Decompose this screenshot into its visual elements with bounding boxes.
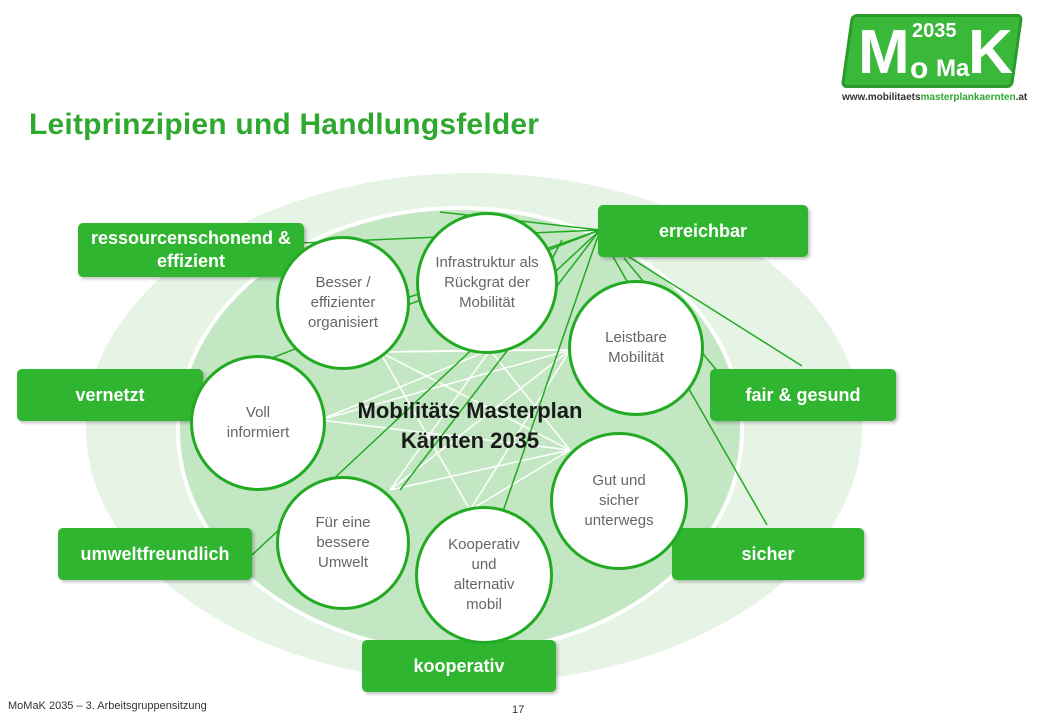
logo-letter-m: M [858, 18, 910, 87]
center-title-line1: Mobilitäts Masterplan [357, 398, 583, 423]
principle-vernetzt: vernetzt [17, 369, 203, 421]
slide-title: Leitprinzipien und Handlungsfelder [29, 108, 540, 141]
principle-erreichbar: erreichbar [598, 205, 808, 257]
field-bessere-umwelt: Für eine bessere Umwelt [276, 476, 410, 610]
center-title: Mobilitäts Masterplan Kärnten 2035 [320, 396, 620, 456]
footer-text: MoMaK 2035 – 3. Arbeitsgruppensitzung [8, 700, 207, 712]
principle-kooperativ: kooperativ [362, 640, 556, 692]
logo-letter-o: o [910, 52, 929, 85]
center-title-line2: Kärnten 2035 [400, 428, 540, 453]
field-infrastruktur: Infrastruktur als Rückgrat der Mobilität [416, 212, 558, 354]
principle-ressourcenschonend: ressourcenschonend & effizient [78, 223, 304, 277]
principle-umweltfreundlich: umweltfreundlich [58, 528, 252, 580]
logo-letters-ma: Ma [936, 55, 970, 82]
field-kooperativ-alternativ-mobil: Kooperativ und alternativ mobil [415, 506, 553, 644]
field-leistbare-mobilitaet: Leistbare Mobilität [568, 280, 704, 416]
principle-fair-gesund: fair & gesund [710, 369, 896, 421]
field-voll-informiert: Voll informiert [190, 355, 326, 491]
field-gut-sicher-unterwegs: Gut und sicher unterwegs [550, 432, 688, 570]
page-number: 17 [512, 704, 525, 716]
logo-letter-k: K [968, 18, 1013, 87]
principle-sicher: sicher [672, 528, 864, 580]
logo-url: www.mobilitaetsmasterplankaernten.at [842, 92, 1028, 103]
logo-year: 2035 [912, 20, 957, 42]
field-besser-effizienter-organisiert: Besser / effizienter organisiert [276, 236, 410, 370]
momak-logo: M o Ma K 2035 www.mobilitaetsmasterplank… [838, 14, 1028, 110]
